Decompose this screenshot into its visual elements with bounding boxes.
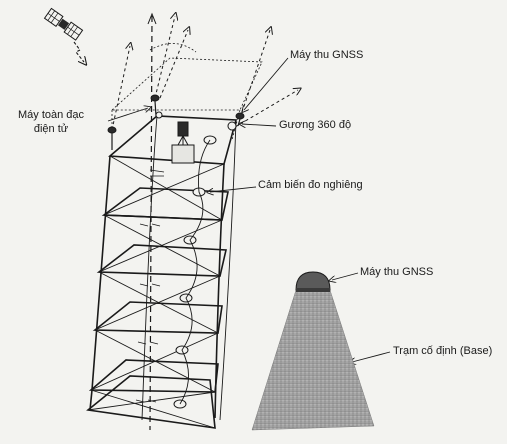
base-gnss-dome-icon	[295, 271, 331, 291]
label-prism-360: Gương 360 độ	[279, 119, 352, 131]
satellite-icon	[43, 7, 84, 41]
gnss-receivers-top	[107, 94, 245, 150]
label-total-station: Máy toàn đạc điện tử	[18, 108, 84, 136]
gnss-signal-rays	[111, 16, 298, 131]
base-station	[251, 271, 375, 431]
deflection-markers	[135, 169, 165, 403]
label-total-station-line2: điện tử	[33, 123, 69, 135]
label-total-station-line1: Máy toàn đạc	[18, 109, 85, 121]
total-station-icon	[171, 121, 195, 164]
prism-360-icon	[155, 111, 237, 131]
label-gnss-receiver-base: Máy thu GNSS	[360, 266, 434, 278]
leader-lines	[107, 57, 391, 362]
label-base-station: Trạm cố định (Base)	[393, 345, 493, 357]
building-frame	[86, 115, 238, 429]
signal-arrow	[73, 41, 84, 62]
sensor-cable	[179, 139, 211, 405]
label-gnss-receiver-top: Máy thu GNSS	[290, 49, 364, 61]
base-station-pillar	[251, 289, 375, 431]
label-tilt-sensor: Cảm biến đo nghiêng	[258, 179, 363, 191]
